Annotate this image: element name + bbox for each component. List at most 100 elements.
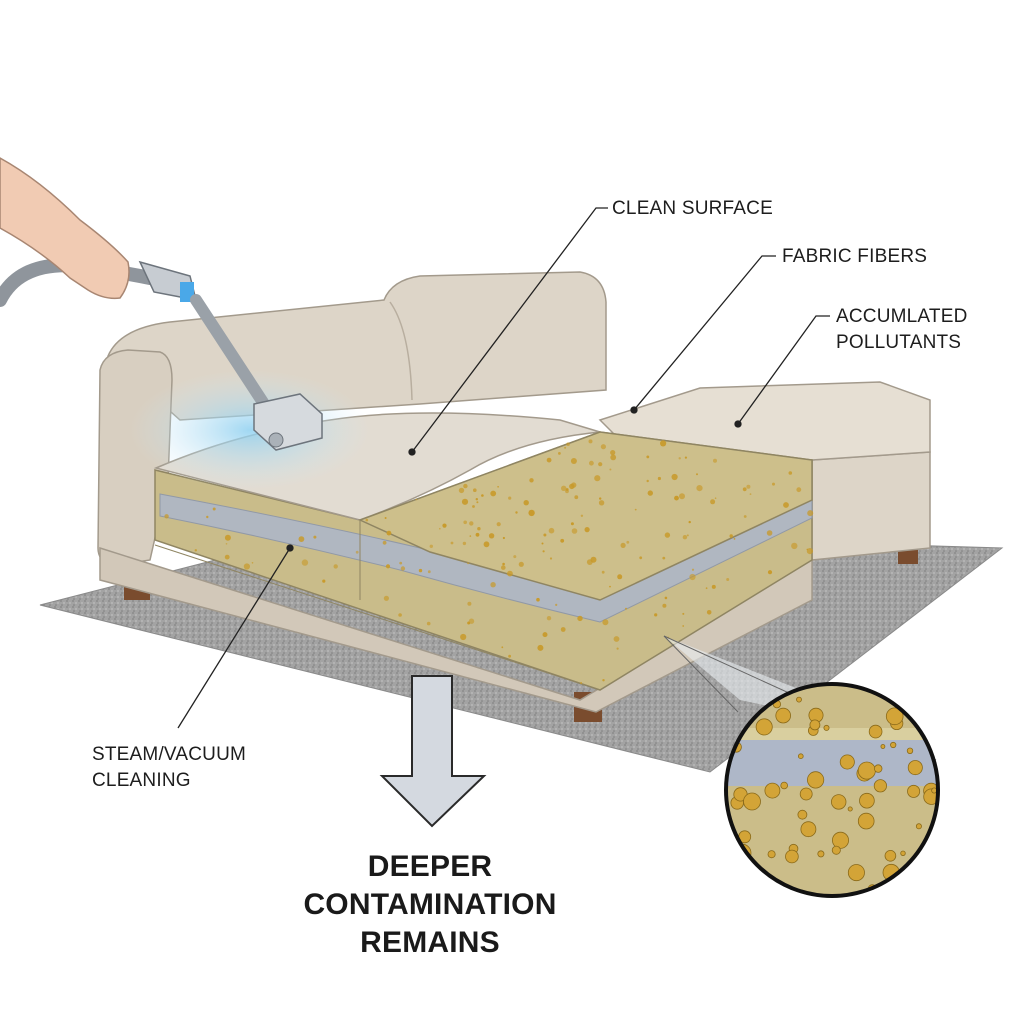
inset-particle <box>809 719 821 731</box>
pollutant-particle <box>746 484 751 489</box>
pollutant-particle <box>696 473 698 476</box>
pollutant-particle <box>333 564 338 569</box>
pollutant-particle <box>620 542 626 549</box>
pollutant-particle <box>772 482 775 486</box>
pollutant-particle <box>733 538 736 540</box>
pollutant-particle <box>462 541 467 546</box>
inset-particle <box>859 792 875 809</box>
pollutant-particle <box>313 535 317 539</box>
pollutant-particle <box>442 523 447 528</box>
pollutant-particle <box>610 450 616 456</box>
inset-particle <box>932 858 938 870</box>
pollutant-particle <box>549 557 553 560</box>
pollutant-particle <box>542 632 548 638</box>
pollutant-particle <box>586 559 593 565</box>
pollutant-particle <box>508 654 511 658</box>
inset-particle <box>817 850 825 858</box>
pollutant-particle <box>660 440 667 447</box>
label-pollutants-line2: POLLUTANTS <box>836 332 962 353</box>
pollutant-particle <box>686 534 689 537</box>
pollutant-particle <box>639 556 643 560</box>
pollutant-particle <box>164 514 169 519</box>
label-deeper-contamination: DEEPER CONTAMINATION REMAINS <box>290 848 570 962</box>
label-clean-surface: CLEAN SURFACE <box>612 196 773 222</box>
sofa-base-front <box>99 546 813 713</box>
inset-particle <box>726 877 738 892</box>
inset-particle <box>847 864 865 882</box>
pollutant-particle <box>298 536 305 542</box>
label-fabric-fibers-text: FABRIC FIBERS <box>782 246 928 267</box>
pollutant-particle <box>662 603 667 608</box>
pollutant-particle <box>570 458 577 464</box>
pollutant-particle <box>477 527 481 531</box>
leader-lines <box>177 207 830 729</box>
steam-glow <box>130 370 370 490</box>
inset-particle <box>884 849 897 862</box>
pollutant-particle <box>710 499 716 505</box>
inset-particle <box>808 895 817 896</box>
inset-particle <box>839 754 855 770</box>
pollutant-particle <box>646 455 650 459</box>
inset-particle <box>797 753 804 759</box>
pollutant-particles <box>164 439 814 684</box>
pollutant-particle <box>469 521 474 526</box>
pollutant-particle <box>767 570 773 575</box>
pollutant-particle <box>382 540 387 545</box>
pollutant-particle <box>555 603 558 607</box>
pollutant-particle <box>383 595 389 601</box>
pollutant-particle <box>726 578 730 581</box>
pollutant-particle <box>541 542 544 545</box>
pollutant-particle <box>691 568 695 571</box>
pollutant-particle <box>450 541 454 545</box>
inset-particle <box>916 879 933 896</box>
pollutant-particle <box>301 559 309 566</box>
pollutant-particle <box>243 563 250 570</box>
label-clean-surface-text: CLEAN SURFACE <box>612 198 773 219</box>
pollutant-particle <box>617 574 623 580</box>
inset-particle <box>785 849 799 864</box>
inset-particle <box>831 845 841 855</box>
pollutant-particle <box>600 444 607 450</box>
pollutant-particle <box>502 536 505 540</box>
inset-particle <box>797 809 808 820</box>
inset-particle <box>755 877 774 896</box>
pollutant-particle <box>224 534 231 541</box>
pollutant-particle <box>577 615 583 622</box>
pollutant-particle <box>682 625 685 627</box>
pollutant-particle <box>543 533 547 537</box>
leader-pollutants <box>737 315 830 425</box>
pollutant-particle <box>574 495 579 500</box>
pollutant-particle <box>386 530 392 536</box>
pollutant-particle <box>788 471 793 475</box>
pollutant-particle <box>602 679 605 682</box>
inset-particle <box>919 707 937 725</box>
pollutant-particle <box>490 490 497 497</box>
pollutant-particle <box>490 582 496 588</box>
pollutant-particle <box>580 682 583 684</box>
pollutant-particle <box>427 570 431 574</box>
pollutant-particle <box>664 596 668 600</box>
pollutant-particle <box>463 520 468 525</box>
pollutant-particle <box>508 496 512 500</box>
pollutant-particle <box>679 493 685 500</box>
pollutant-particle <box>625 607 627 610</box>
pollutant-particle <box>598 462 603 467</box>
label-deeper-line1: DEEPER <box>367 850 493 883</box>
pollutant-particle <box>664 532 671 538</box>
inset-particle <box>924 721 931 728</box>
inset-particle <box>857 761 876 780</box>
pollutant-particle <box>467 562 470 565</box>
pollutant-particle <box>496 522 501 527</box>
pollutant-particle <box>399 561 403 565</box>
pollutant-particle <box>385 564 391 569</box>
pollutant-particle <box>384 517 387 519</box>
pollutant-particle <box>766 530 773 536</box>
pollutant-particle <box>616 647 619 650</box>
pollutant-particle <box>561 485 567 491</box>
inset-particle <box>917 884 926 893</box>
pollutant-particle <box>467 601 472 606</box>
pollutant-particle <box>671 473 678 481</box>
hand-icon <box>0 157 130 300</box>
pollutant-particle <box>588 439 593 444</box>
inset-particle <box>780 781 788 790</box>
